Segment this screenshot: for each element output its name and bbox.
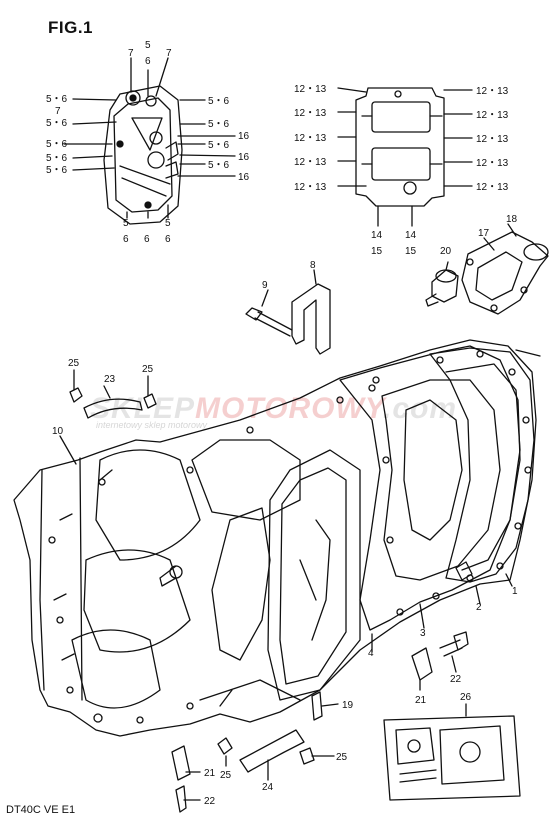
callout: 16 bbox=[238, 131, 250, 142]
callout: 5・6 bbox=[208, 96, 230, 107]
callout: 12・13 bbox=[476, 110, 509, 121]
callout: 25 bbox=[142, 364, 154, 375]
callout: 25 bbox=[68, 358, 80, 369]
callout: 6 bbox=[123, 234, 129, 245]
right-cover-drawing bbox=[337, 87, 473, 227]
callout: 10 bbox=[52, 426, 64, 437]
callout: 3 bbox=[420, 628, 426, 639]
callout: 12・13 bbox=[476, 158, 509, 169]
callout: 12・13 bbox=[476, 182, 509, 193]
callout: 20 bbox=[440, 246, 452, 257]
thermostat-cover-drawing bbox=[425, 223, 549, 315]
callout: 8 bbox=[310, 260, 316, 271]
part-callouts: 1 2 3 4 8 9 10 17 18 19 20 21 21 22 22 2… bbox=[52, 214, 518, 807]
watermark-domain: .com bbox=[383, 392, 458, 425]
callout: 5・6 bbox=[208, 119, 230, 130]
callout: 12・13 bbox=[294, 108, 327, 119]
model-code: DT40C VE E1 bbox=[6, 804, 76, 816]
callout: 5 bbox=[145, 40, 151, 51]
callout: 5・6 bbox=[46, 165, 68, 176]
callout: 5・6 bbox=[208, 160, 230, 171]
callout: 15 bbox=[371, 246, 383, 257]
left-cover-callouts: 7 5 6 7 5・6 5・6 7 5・6 5・6 16 5・6 5・6 16 … bbox=[46, 40, 250, 245]
callout: 17 bbox=[478, 228, 490, 239]
callout: 7 bbox=[55, 106, 61, 117]
bolt-and-bracket-drawing bbox=[245, 269, 331, 355]
callout: 18 bbox=[506, 214, 518, 225]
callout: 23 bbox=[104, 374, 116, 385]
callout: 5 bbox=[165, 218, 171, 229]
callout: 5・6 bbox=[46, 94, 68, 105]
callout: 16 bbox=[238, 152, 250, 163]
callout: 5・6 bbox=[208, 140, 230, 151]
hoses-and-fittings-drawing bbox=[69, 369, 469, 813]
watermark-subtitle: internetowy sklep motorowy bbox=[96, 420, 208, 430]
callout: 5・6 bbox=[46, 118, 68, 129]
callout: 6 bbox=[165, 234, 171, 245]
callout: 14 bbox=[371, 230, 383, 241]
callout: 26 bbox=[460, 692, 472, 703]
callout: 2 bbox=[476, 602, 482, 613]
figure-title: FIG.1 bbox=[48, 18, 94, 37]
left-cover-drawing bbox=[63, 57, 236, 225]
callout: 12・13 bbox=[294, 84, 327, 95]
callout: 21 bbox=[204, 768, 216, 779]
callout: 15 bbox=[405, 246, 417, 257]
callout: 7 bbox=[128, 48, 134, 59]
gasket-set-drawing bbox=[383, 703, 521, 801]
callout: 6 bbox=[145, 56, 151, 67]
callout: 12・13 bbox=[294, 182, 327, 193]
callout: 16 bbox=[238, 172, 250, 183]
callout: 9 bbox=[262, 280, 268, 291]
watermark-brand-part2: MOTOROWY bbox=[195, 392, 384, 425]
engine-block-drawing bbox=[13, 339, 541, 737]
callout: 12・13 bbox=[294, 157, 327, 168]
callout: 1 bbox=[512, 586, 518, 597]
callout: 5 bbox=[123, 218, 129, 229]
callout: 12・13 bbox=[294, 133, 327, 144]
callout: 19 bbox=[342, 700, 354, 711]
callout: 25 bbox=[336, 752, 348, 763]
callout: 14 bbox=[405, 230, 417, 241]
callout: 12・13 bbox=[476, 134, 509, 145]
callout: 22 bbox=[450, 674, 462, 685]
callout: 5・6 bbox=[46, 153, 68, 164]
callout: 7 bbox=[166, 48, 172, 59]
callout: 25 bbox=[220, 770, 232, 781]
callout: 5・6 bbox=[46, 139, 68, 150]
callout: 4 bbox=[368, 648, 374, 659]
callout: 12・13 bbox=[476, 86, 509, 97]
callout: 6 bbox=[144, 234, 150, 245]
callout: 22 bbox=[204, 796, 216, 807]
right-cover-callouts: 12・13 12・13 12・13 12・13 12・13 12・13 12・1… bbox=[294, 84, 509, 257]
callout: 21 bbox=[415, 695, 427, 706]
callout: 24 bbox=[262, 782, 274, 793]
